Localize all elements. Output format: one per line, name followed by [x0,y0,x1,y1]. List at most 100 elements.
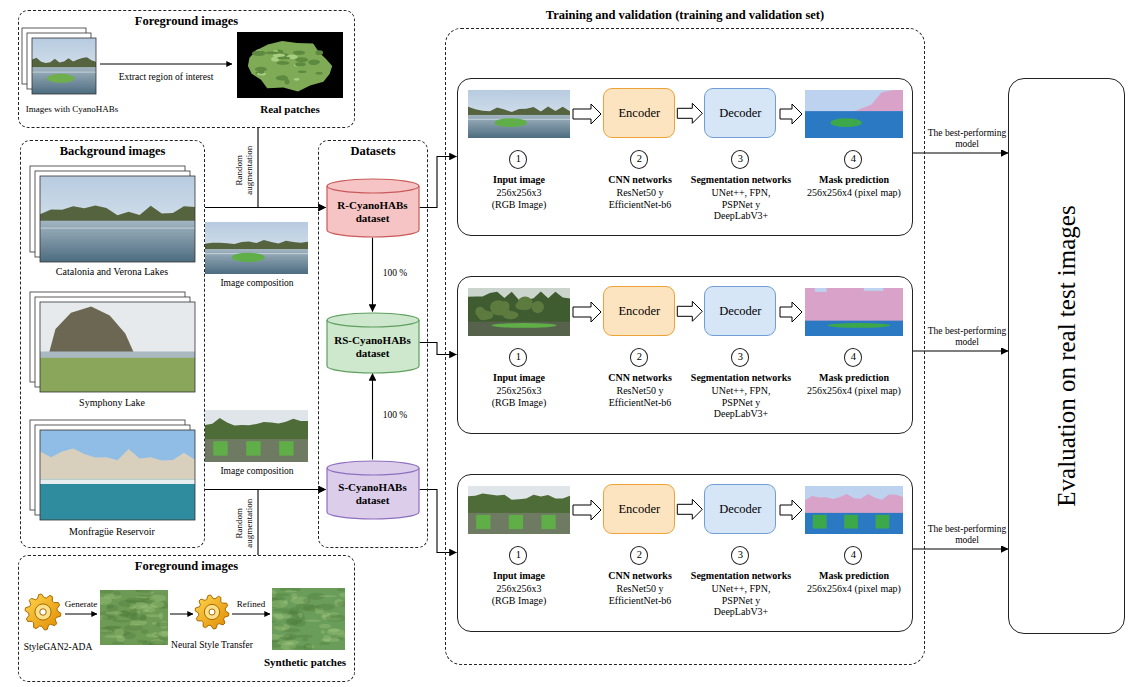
water [40,221,195,262]
shore-band [40,449,195,486]
texture-speck [302,638,308,641]
edge-label: 100 % [380,268,410,279]
dataset-cylinder: RS-CyanoHABs dataset [326,312,420,374]
texture-speck [124,625,143,631]
mask-image [805,90,903,138]
caption-label: 256x256x4 (pixel map) [802,583,906,595]
network-box: Decoder [704,286,776,336]
caption-label: Images with CyanoHABs [19,104,125,114]
edge-label: Random augmentation [234,142,255,198]
texture-speck [283,634,297,641]
cylinder-shape [327,179,419,237]
cylinder-rim [327,468,419,475]
step-number-text: 2 [637,154,642,165]
texture-speck [258,70,264,74]
caption-label: Monfragüe Reservoir [24,526,200,538]
dataset-cylinder: S-CyanoHABs dataset [326,460,420,520]
texture-speck [337,601,345,607]
shore-band [468,292,570,323]
mask-water [805,111,903,138]
texture-speck [298,613,303,618]
network-box: Decoder [704,484,776,534]
texture-speck [115,630,131,636]
caption-label: UNet++, FPN, PSPNet y DeepLabV3+ [705,583,777,618]
photo-frame [40,430,195,520]
texture-speck [272,593,290,596]
caption-label: Synthetic patches [259,656,351,669]
texture-speck [319,642,329,645]
dataset-name: S-CyanoHABs dataset [330,481,416,506]
texture-speck [339,593,345,597]
texture-speck [298,71,307,73]
texture-speck [135,590,154,593]
caption-label: Symphony Lake [24,397,200,409]
edge-label: Random augmentation [234,495,255,551]
texture-speck [276,76,288,81]
caption-label: Generate [60,599,102,609]
step-number-text: 1 [516,352,521,363]
caption-label: Extract region of interest [101,72,231,83]
patch-texture [100,590,168,645]
real-patch [237,32,343,98]
texture-speck [303,598,310,603]
step-number: 4 [844,546,862,565]
caption-label: Refined [230,599,272,609]
mask-water [805,321,903,336]
cyanobacteria-patch [830,118,861,127]
texture-speck [319,595,337,597]
caption-label: Segmentation networks [683,372,799,384]
gear-icon [195,595,229,629]
mask-image [805,486,903,534]
connector [913,350,1009,351]
texture-speck [293,51,306,55]
texture-speck [295,635,313,638]
block-arrow [573,302,601,322]
foam [40,480,195,485]
edge-label: The best-performing model [927,524,1007,546]
step-number: 2 [630,348,648,367]
texture-speck [272,600,288,608]
texture-speck [272,621,276,623]
cylinder-shape [327,313,419,373]
photo [40,302,195,392]
cylinder-rim [327,186,419,193]
network-box: Decoder [704,88,776,138]
block-arrow [780,302,802,322]
water-glint [40,228,195,229]
cyanobacteria-patch [246,441,260,455]
cyanobacteria-patch [813,515,827,529]
step-number: 1 [509,150,527,169]
tree-crown [481,311,493,319]
water [468,115,570,138]
mask-vegetation [805,288,903,336]
water [468,322,570,336]
patch-texture [272,588,345,650]
step-number: 2 [630,150,648,169]
sky [40,176,195,262]
cylinder-rim [327,320,419,327]
cylinder-shape [327,461,419,519]
connector [258,490,326,556]
caption-label: Image composition [207,466,307,477]
grass [40,358,195,392]
sky [468,486,570,534]
texture-speck [152,622,157,626]
texture-speck [308,59,320,64]
caption-label: Input image [469,570,569,582]
caption-label: 256x256x3 (RGB Image) [486,385,552,408]
cyanobacteria-patch [47,74,75,83]
group-frame: DatasetsR-CyanoHABs datasetRS-CyanoHABs … [318,140,428,548]
flow-arrow [100,64,232,65]
cyanobacteria-patch [495,118,528,127]
network-name: Decoder [719,106,761,121]
texture-speck [277,641,294,645]
step-number-text: 4 [851,154,856,165]
dataset-name: RS-CyanoHABs dataset [330,334,416,359]
network-name: Encoder [618,304,660,319]
group-title: Foreground images [19,14,354,29]
texture-speck [291,588,301,591]
group-title: Training and validation (training and va… [446,8,924,23]
caption-label: StyleGAN2-ADA [21,642,95,653]
caption-label: Input image [469,372,569,384]
step-number-text: 4 [851,550,856,561]
